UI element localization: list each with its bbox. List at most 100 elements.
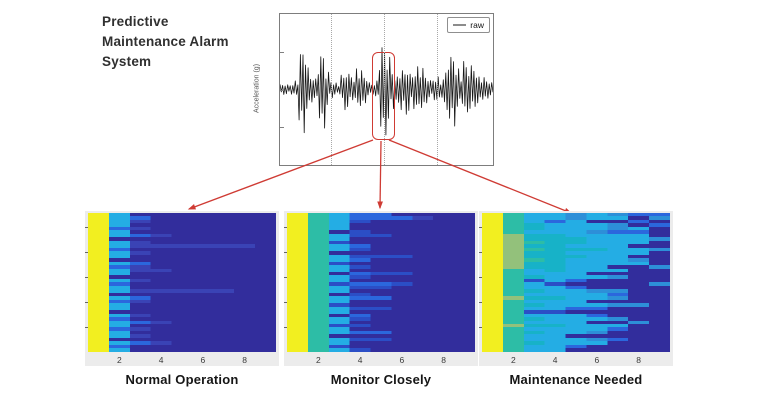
heatmap-row (88, 223, 276, 227)
heatmap-row (287, 247, 475, 252)
raw-signal-plot: raw (279, 13, 494, 166)
y-axis-tick (284, 301, 287, 303)
x-axis-tick-label: 2 (116, 355, 122, 365)
y-axis-tick (280, 89, 284, 91)
page-title: Predictive Maintenance Alarm System (102, 12, 272, 72)
heatmap-row (287, 330, 475, 335)
heatmap-row (88, 310, 276, 314)
heatmap-row (482, 320, 670, 324)
heatmap-row (287, 292, 475, 297)
gridline (384, 14, 386, 165)
heatmap-row (287, 320, 475, 324)
heatmap-row (482, 296, 670, 300)
heatmap-row (482, 289, 670, 293)
heatmap-row (482, 313, 670, 318)
heatmap-row (482, 219, 670, 224)
heatmap-row (482, 268, 670, 272)
heatmap-row (287, 299, 475, 304)
x-axis-tick-label: 6 (399, 355, 405, 365)
heatmap-row (287, 306, 475, 311)
y-axis-tick (85, 326, 88, 328)
heatmap-row (482, 244, 670, 248)
heatmap-row (287, 282, 475, 286)
heatmap-row (482, 317, 670, 321)
heatmap-row (482, 254, 670, 259)
heatmap-row (287, 303, 475, 307)
heatmap-row (287, 313, 475, 318)
heatmap-row (287, 216, 475, 220)
heatmap-row (287, 337, 475, 342)
heatmap-row (482, 327, 670, 331)
heatmap-row (287, 237, 475, 241)
heatmap-row (482, 265, 670, 269)
legend-line-sample (453, 24, 467, 26)
heatmap-row (482, 237, 670, 241)
x-axis-tick-label: 6 (200, 355, 206, 365)
heatmap-row (287, 226, 475, 231)
heatmap-row (88, 258, 276, 262)
y-axis-tick (280, 51, 284, 53)
x-axis-tick-label: 8 (441, 355, 447, 365)
heatmap-row (482, 261, 670, 266)
heatmap-row (482, 285, 670, 290)
heatmap-row (88, 344, 276, 349)
heatmap-row (88, 251, 276, 255)
heatmap-maintenance-needed (482, 213, 670, 352)
heatmap-row (287, 285, 475, 290)
x-axis-tick-label: 8 (636, 355, 642, 365)
x-axis-tick-label: 4 (357, 355, 363, 365)
heatmap-row (482, 306, 670, 311)
heatmap-row (287, 268, 475, 272)
caption-maintenance-needed: Maintenance Needed (509, 372, 643, 387)
y-axis-tick (479, 276, 482, 278)
legend-label: raw (470, 20, 484, 30)
y-axis-tick (280, 127, 284, 129)
heatmap-row (88, 233, 276, 238)
heatmap-row (287, 324, 475, 328)
heatmap-row (287, 219, 475, 224)
heatmap-row (88, 271, 276, 276)
heatmap-row (287, 296, 475, 300)
heatmap-row (287, 341, 475, 345)
heatmap-row (88, 254, 276, 259)
heatmap-row (287, 230, 475, 234)
heatmap-row (287, 278, 475, 283)
heatmap-row (287, 213, 475, 217)
heatmap-row (287, 344, 475, 349)
heatmap-row (88, 219, 276, 224)
heatmap-row (482, 233, 670, 238)
heatmap-monitor-closely (287, 213, 475, 352)
heatmap-row (287, 251, 475, 255)
heatmap-row (482, 341, 670, 345)
heatmap-row (88, 275, 276, 279)
heatmap-row (287, 254, 475, 259)
heatmap-row (482, 230, 670, 234)
heatmap-row (88, 324, 276, 328)
heatmap-row (88, 296, 276, 300)
y-axis-tick (479, 226, 482, 228)
heatmap-row (88, 334, 276, 338)
heatmap-row (287, 310, 475, 314)
heatmap-row (482, 223, 670, 227)
heatmap-row (88, 337, 276, 342)
heatmap-row (88, 226, 276, 231)
heatmap-row (88, 303, 276, 307)
x-axis-tick-label: 6 (594, 355, 600, 365)
heatmap-row (287, 327, 475, 331)
x-axis-tick-label: 2 (510, 355, 516, 365)
y-axis-tick (284, 326, 287, 328)
y-axis-tick (284, 251, 287, 253)
heatmap-row (482, 275, 670, 279)
heatmap-row (482, 348, 670, 352)
heatmap-row (287, 317, 475, 321)
heatmap-row (88, 237, 276, 241)
heatmap-row (88, 240, 276, 245)
caption-monitor-closely: Monitor Closely (330, 372, 432, 387)
y-axis-tick (284, 226, 287, 228)
heatmap-row (482, 344, 670, 349)
heatmap-row (88, 268, 276, 272)
heatmap-row (287, 233, 475, 238)
